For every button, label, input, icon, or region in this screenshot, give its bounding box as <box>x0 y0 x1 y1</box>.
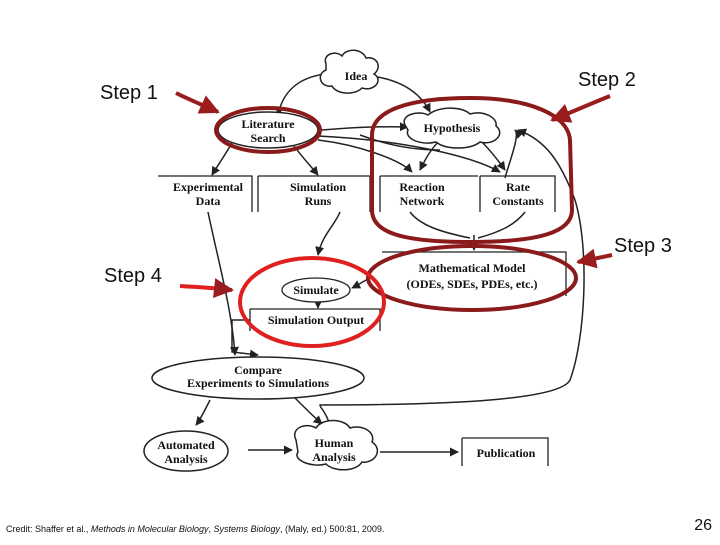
highlight-step3-ring <box>366 244 578 312</box>
edge-experimental-compare <box>207 211 239 356</box>
simulate-label: Simulate <box>293 283 339 297</box>
constants-label: Constants <box>492 194 544 208</box>
highlight-step4-ring <box>238 256 386 348</box>
edge-literature-reaction <box>317 139 413 173</box>
model-types-label: (ODEs, SDEs, PDEs, etc.) <box>407 277 538 291</box>
node-simulation-runs: Simulation Runs <box>257 175 371 212</box>
literature-label: Literature <box>241 117 295 131</box>
network-label: Network <box>400 194 445 208</box>
edge-human-hypothesis-loop <box>319 128 585 426</box>
automated-analysis-label: Analysis <box>164 452 208 466</box>
edge-idea-hypothesis <box>371 75 431 113</box>
node-publication: Publication <box>461 437 549 466</box>
compare-sub-label: Experiments to Simulations <box>187 376 329 390</box>
edge-rate-model <box>477 211 526 239</box>
edge-hypothesis-reaction <box>419 139 441 171</box>
automated-label: Automated <box>157 438 215 452</box>
human-label: Human <box>315 436 354 450</box>
highlights <box>214 95 578 348</box>
credit-separator: , <box>208 524 214 534</box>
step3-pointer-arrow <box>576 248 613 269</box>
edge-simruns-simulate <box>315 211 341 256</box>
highlight-step1-ring <box>214 106 322 154</box>
edge-rate-hypothesis <box>504 129 524 179</box>
node-hypothesis: Hypothesis <box>403 107 501 149</box>
idea-label: Idea <box>345 69 368 83</box>
human-analysis-label: Analysis <box>312 450 356 464</box>
node-mathematical-model: Mathematical Model (ODEs, SDEs, PDEs, et… <box>382 251 567 296</box>
experimental-label: Experimental <box>173 180 244 194</box>
step2-pointer-arrow <box>550 94 611 123</box>
node-compare: Compare Experiments to Simulations <box>151 356 365 400</box>
node-automated-analysis: Automated Analysis <box>143 430 229 472</box>
edge-hypothesis-rate <box>479 139 506 171</box>
credit-book-title: Methods in Molecular Biology <box>90 524 209 534</box>
compare-label: Compare <box>234 363 282 377</box>
step3-label: Step 3 <box>614 235 672 257</box>
node-rate-constants: Rate Constants <box>479 175 556 212</box>
step2-label: Step 2 <box>578 69 636 91</box>
node-human-analysis: Human Analysis <box>293 419 379 471</box>
simruns-label: Simulation <box>290 180 346 194</box>
credit-suffix: , (Maly, ed.) 500:81, 2009. <box>280 524 385 534</box>
credit-prefix: Credit: Shaffer et al., <box>6 524 91 534</box>
node-simulate: Simulate <box>281 277 351 303</box>
step-annotations: Step 1 Step 2 Step 3 Step 4 <box>100 69 672 298</box>
node-idea: Idea <box>319 49 379 94</box>
node-simulation-output: Simulation Output <box>249 308 381 331</box>
edge-literature-hypothesis <box>321 122 409 132</box>
simoutput-label: Simulation Output <box>268 313 364 327</box>
node-experimental-data: Experimental Data <box>158 175 253 212</box>
data-label: Data <box>196 194 221 208</box>
model-label: Mathematical Model <box>419 261 527 275</box>
step4-pointer-arrow <box>179 278 234 298</box>
rate-label: Rate <box>506 180 531 194</box>
search-label: Search <box>250 131 285 145</box>
hypothesis-label: Hypothesis <box>424 121 481 135</box>
highlight-step2-ring <box>370 95 575 245</box>
edge-literature-experimental <box>211 142 233 176</box>
edge-compare-human <box>294 397 323 425</box>
publication-label: Publication <box>477 446 536 460</box>
node-literature-search: Literature Search <box>217 111 319 149</box>
page-number: 26 <box>694 517 712 534</box>
reaction-label: Reaction <box>399 180 445 194</box>
step4-label: Step 4 <box>104 265 162 287</box>
edge-output-compare <box>231 319 259 359</box>
edge-compare-automated <box>195 399 211 426</box>
edge-reaction-model <box>409 211 471 239</box>
step1-pointer-arrow <box>175 91 220 114</box>
credit-series-title: Systems Biology <box>213 524 280 534</box>
step1-label: Step 1 <box>100 82 158 104</box>
node-reaction-network: Reaction Network <box>379 175 478 212</box>
runs-label: Runs <box>305 194 332 208</box>
credit-line: Credit: Shaffer et al., Methods in Molec… <box>6 524 384 534</box>
